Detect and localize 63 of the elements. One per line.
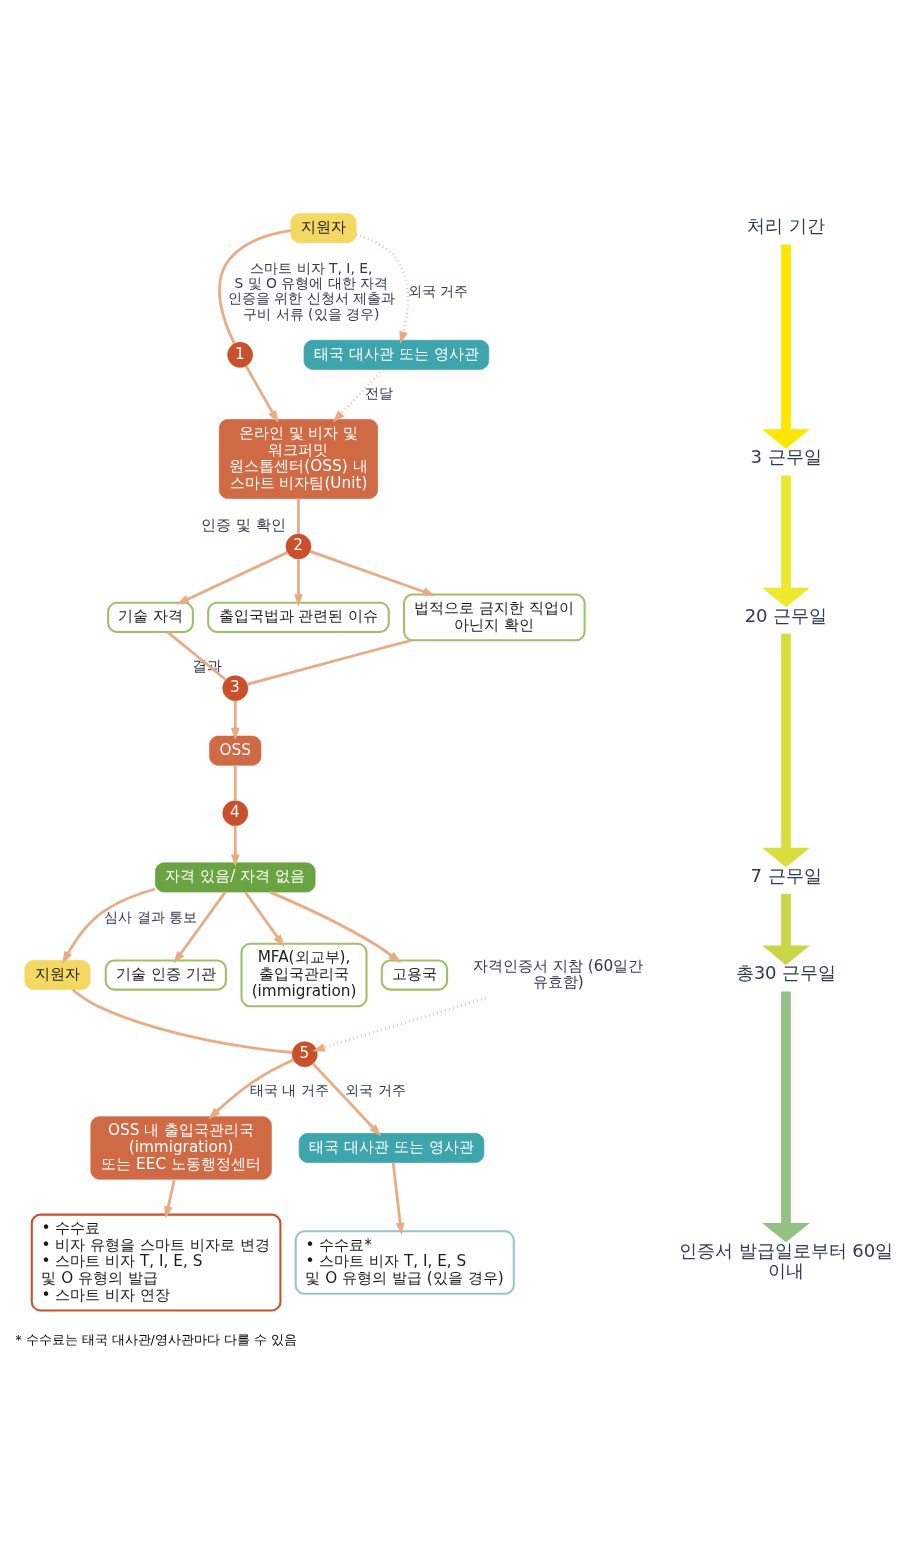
arrow — [269, 890, 402, 963]
node-circle: 2 — [285, 533, 312, 559]
arrow — [208, 1058, 295, 1119]
node-circle: 5 — [291, 1040, 318, 1067]
node-text: 7 근무일 — [750, 864, 822, 886]
arrow — [312, 1062, 382, 1136]
arrow — [230, 700, 240, 740]
connector — [297, 498, 300, 534]
edge-label: 스마트 비자 T, I, E, S 및 O 유형에 대한 자격 인증을 위한 신청서 제출과 구비 서류 (있을 경우) — [227, 259, 395, 322]
node-box: 자격 있음/ 자격 없음 — [155, 862, 316, 892]
node-text: 처리 기간 — [747, 214, 825, 236]
node-circle: 4 — [222, 799, 249, 826]
arrow — [312, 996, 486, 1052]
edge-label: 심사 결과 통보 — [104, 908, 197, 925]
edge-label: 전달 — [364, 384, 393, 401]
node-text: 20 근무일 — [744, 604, 828, 626]
node-text: 3 근무일 — [750, 445, 822, 467]
edge-label: 외국 거주 — [345, 1081, 406, 1098]
node-box: • 수수료* • 스마트 비자 T, I, E, S 및 O 유형의 발급 (있을 경우) — [294, 1229, 515, 1295]
arrow — [762, 633, 810, 867]
arrow — [762, 244, 810, 449]
node-box: 태국 대사관 또는 영사관 — [303, 339, 490, 370]
connector — [246, 638, 412, 686]
node-text: 인증서 발급일로부터 60일 이내 — [678, 1239, 894, 1281]
arrow — [391, 1162, 405, 1235]
node-text: 자격인증서 지참 (60일간 유효함) — [473, 956, 644, 991]
node-text: 총30 근무일 — [735, 961, 837, 983]
node-box: 태국 대사관 또는 영사관 — [298, 1132, 485, 1163]
arrow — [355, 232, 410, 344]
node-label: 인증 및 확인 — [200, 515, 286, 534]
arrow — [244, 890, 285, 947]
connector — [218, 228, 291, 344]
node-box: MFA(외교부), 출입국관리국 (immigration) — [240, 942, 368, 1007]
edge-label: 외국 거주 — [407, 282, 469, 299]
connector — [71, 988, 293, 1054]
arrow — [762, 991, 810, 1242]
node-circle: 3 — [222, 674, 249, 701]
arrow — [173, 890, 227, 964]
connector — [233, 765, 237, 801]
arrow — [164, 1178, 176, 1219]
node-circle: 1 — [227, 341, 253, 368]
arrow — [762, 475, 810, 607]
node-box: 기술 자격 — [107, 601, 194, 633]
label: * 수수료는 태국 대사관/영사관마다 다를 수 있음 — [15, 1331, 297, 1347]
node-box: 지원자 — [290, 212, 357, 243]
node-box: 출입국법과 관련된 이슈 — [207, 601, 390, 633]
node-box: • 수수료 • 비자 유형을 스마트 비자로 변경 • 스마트 비자 T, I, E, S 및 O 유형의 발급 • 스마트 비자 연장 — [30, 1213, 282, 1311]
arrow — [332, 368, 384, 422]
node-box: 기술 인증 기관 — [104, 958, 227, 991]
node-box: 법적으로 금지한 직업이 아닌지 확인 — [402, 592, 586, 641]
node-box: OSS 내 출입국관리국 (immigration) 또는 EEC 노동행정센터 — [90, 1115, 272, 1180]
arrow — [244, 364, 279, 423]
arrow — [309, 549, 436, 596]
arrow — [230, 825, 240, 867]
arrow — [762, 893, 810, 965]
node-box: 지원자 — [24, 959, 91, 990]
arrow — [294, 558, 303, 607]
arrow — [62, 887, 156, 964]
node-box: OSS — [209, 735, 262, 766]
arrow — [176, 550, 288, 605]
edge-label: 태국 내 거주 — [250, 1081, 329, 1098]
node-box: 고용국 — [380, 958, 449, 991]
node-box: 온라인 및 비자 및 워크퍼밋 원스톱센터(OSS) 내 스마트 비자팀(Unit) — [218, 418, 378, 499]
